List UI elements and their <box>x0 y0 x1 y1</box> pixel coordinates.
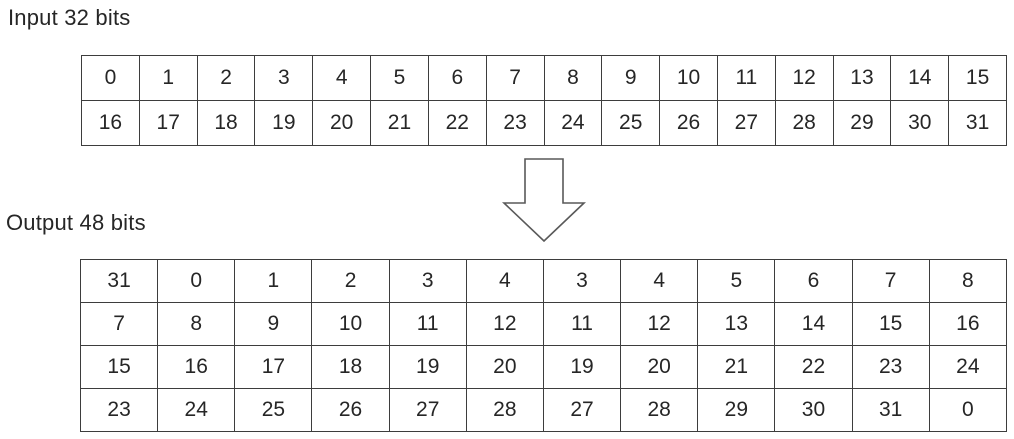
bit-cell: 31 <box>948 100 1007 146</box>
bit-cell: 24 <box>543 100 603 146</box>
bit-cell: 2 <box>311 259 390 303</box>
bit-cell: 15 <box>948 55 1007 101</box>
bit-cell: 24 <box>157 388 236 432</box>
bit-cell: 8 <box>928 259 1008 303</box>
bit-cell: 31 <box>851 388 930 432</box>
bit-cell: 1 <box>234 259 313 303</box>
bit-cell: 22 <box>427 100 487 146</box>
bit-cell: 31 <box>79 259 159 303</box>
bit-cell: 15 <box>851 302 930 346</box>
bit-cell: 19 <box>254 100 314 146</box>
bit-cell: 7 <box>485 55 545 101</box>
bit-cell: 30 <box>774 388 853 432</box>
down-arrow-icon <box>501 158 587 243</box>
bit-cell: 7 <box>851 259 930 303</box>
bit-cell: 3 <box>388 259 467 303</box>
bit-cell: 24 <box>928 345 1008 389</box>
bit-cell: 0 <box>928 388 1008 432</box>
bit-cell: 18 <box>311 345 390 389</box>
bit-cell: 16 <box>157 345 236 389</box>
bit-cell: 8 <box>543 55 603 101</box>
bit-cell: 20 <box>620 345 699 389</box>
bit-cell: 13 <box>697 302 776 346</box>
bit-cell: 5 <box>697 259 776 303</box>
bit-cell: 5 <box>370 55 429 101</box>
bit-cell: 23 <box>485 100 545 146</box>
bit-cell: 28 <box>774 100 834 146</box>
bit-cell: 17 <box>138 100 198 146</box>
bit-cell: 28 <box>620 388 699 432</box>
bit-cell: 15 <box>79 345 159 389</box>
bit-cell: 11 <box>716 55 776 101</box>
input-section-title: Input 32 bits <box>8 5 131 30</box>
bit-cell: 29 <box>697 388 776 432</box>
bit-cell: 19 <box>542 345 622 389</box>
bit-cell: 3 <box>254 55 314 101</box>
bit-cell: 26 <box>659 100 718 146</box>
bit-cell: 1 <box>138 55 198 101</box>
bit-cell: 28 <box>465 388 544 432</box>
bit-cell: 30 <box>890 100 950 146</box>
bit-cell: 27 <box>716 100 776 146</box>
bit-cell: 18 <box>196 100 256 146</box>
bit-cell: 9 <box>601 55 661 101</box>
bit-cell: 13 <box>832 55 892 101</box>
bit-cell: 10 <box>311 302 390 346</box>
bit-cell: 23 <box>851 345 930 389</box>
bit-cell: 3 <box>542 259 622 303</box>
bit-cell: 12 <box>774 55 834 101</box>
bit-cell: 19 <box>388 345 467 389</box>
bit-cell: 26 <box>311 388 390 432</box>
bit-cell: 14 <box>774 302 853 346</box>
bit-cell: 22 <box>774 345 853 389</box>
bit-cell: 2 <box>196 55 256 101</box>
output-section-title: Output 48 bits <box>6 210 146 235</box>
bit-cell: 21 <box>697 345 776 389</box>
bit-cell: 25 <box>601 100 661 146</box>
bit-cell: 4 <box>620 259 699 303</box>
bit-cell: 0 <box>81 55 140 101</box>
bit-cell: 4 <box>312 55 372 101</box>
bit-cell: 27 <box>388 388 467 432</box>
bit-cell: 10 <box>659 55 718 101</box>
bit-cell: 0 <box>157 259 236 303</box>
bit-cell: 20 <box>312 100 372 146</box>
bit-cell: 20 <box>465 345 544 389</box>
bit-cell: 17 <box>234 345 313 389</box>
bit-cell: 16 <box>81 100 140 146</box>
bit-cell: 11 <box>542 302 622 346</box>
bit-cell: 14 <box>890 55 950 101</box>
bit-cell: 12 <box>465 302 544 346</box>
bit-cell: 21 <box>370 100 429 146</box>
bit-cell: 16 <box>928 302 1008 346</box>
bit-cell: 27 <box>542 388 622 432</box>
bit-cell: 4 <box>465 259 544 303</box>
bit-cell: 8 <box>157 302 236 346</box>
bit-cell: 6 <box>427 55 487 101</box>
bit-cell: 25 <box>234 388 313 432</box>
bit-cell: 29 <box>832 100 892 146</box>
bit-cell: 6 <box>774 259 853 303</box>
bit-cell: 7 <box>79 302 159 346</box>
bit-cell: 12 <box>620 302 699 346</box>
bit-cell: 23 <box>79 388 159 432</box>
bit-cell: 11 <box>388 302 467 346</box>
bit-cell: 9 <box>234 302 313 346</box>
